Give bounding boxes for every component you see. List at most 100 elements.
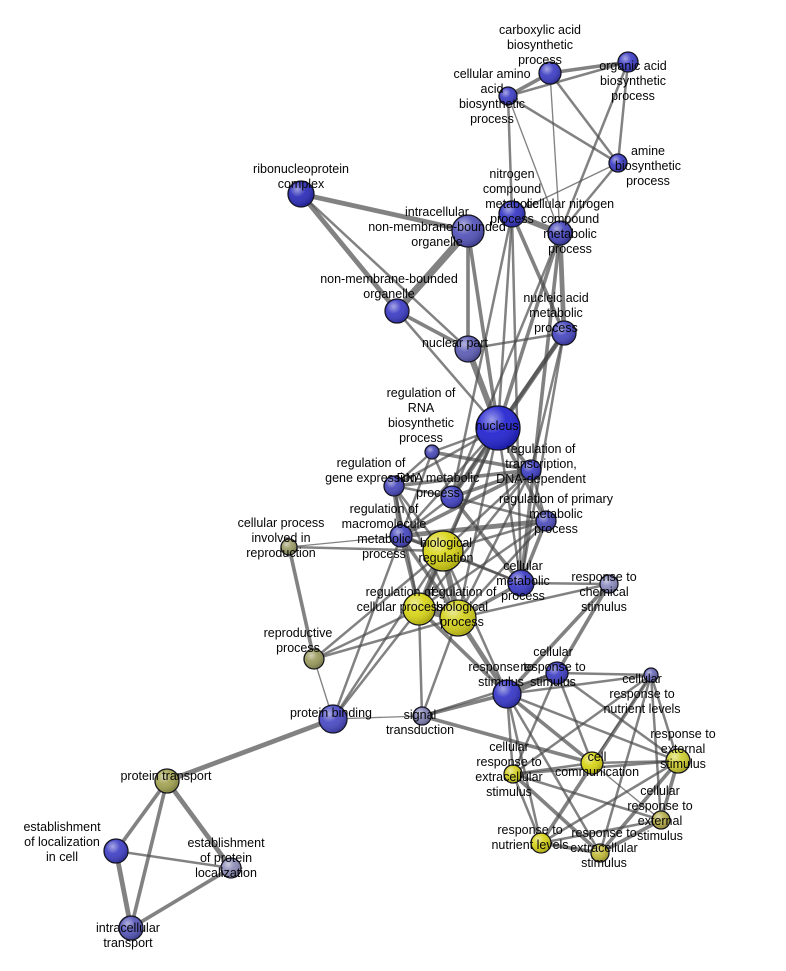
edge-nitrogen-compound-metabolic-process--rna-metabolic-process bbox=[450, 212, 514, 499]
edge-response-to-external-stimulus--response-to-nutrient-levels bbox=[539, 759, 680, 845]
edge-cellular-nitrogen-compound-metabolic-process--rna-metabolic-process bbox=[450, 231, 562, 499]
edge-carboxylic-acid-biosynthetic-process--cellular-nitrogen-compound-metabolic-process bbox=[549, 72, 561, 234]
edge-regulation-of-biological-process--reproductive-process bbox=[312, 616, 460, 661]
edge-nitrogen-compound-metabolic-process--nucleic-acid-metabolic-process bbox=[510, 212, 566, 335]
edge-ribonucleoprotein-complex--nuclear-part bbox=[299, 192, 470, 351]
edge-regulation-of-macromolecule-metabolic-process--protein-binding bbox=[331, 534, 403, 721]
edge-establishment-of-localization-in-cell--establishment-of-protein-localization bbox=[114, 849, 233, 870]
edge-protein-binding--signal-transduction bbox=[332, 715, 423, 720]
edge-cell-communication--cellular-response-to-external-stimulus bbox=[591, 762, 662, 821]
edge-response-to-external-stimulus--response-to-extracellular-stimulus bbox=[598, 759, 680, 855]
edge-protein-binding--protein-transport bbox=[164, 716, 336, 784]
edge-cellular-response-to-nutrient-levels--response-to-external-stimulus bbox=[649, 673, 680, 763]
edge-biological-regulation--cellular-process-involved-in-reproduction bbox=[287, 545, 445, 553]
edge-nucleic-acid-metabolic-process--regulation-of-transcription-dna-dependent bbox=[529, 331, 566, 472]
edge-protein-transport--establishment-of-protein-localization bbox=[164, 778, 234, 871]
edge-cellular-response-to-extracellular-stimulus--cellular-response-to-external-stimulus bbox=[511, 772, 663, 822]
edge-regulation-of-transcription-dna-dependent--rna-metabolic-process bbox=[450, 468, 533, 499]
edge-protein-transport--establishment-of-localization-in-cell bbox=[114, 779, 169, 853]
edge-amine-biosynthetic-process--cellular-nitrogen-compound-metabolic-process bbox=[558, 161, 620, 235]
edge-amine-biosynthetic-process--nitrogen-compound-metabolic-process bbox=[511, 162, 619, 215]
edge-response-to-stimulus--cell-communication bbox=[505, 692, 594, 765]
edge-regulation-of-cellular-process--reproductive-process bbox=[312, 607, 421, 661]
edge-cellular-nitrogen-compound-metabolic-process--nucleus bbox=[496, 231, 562, 430]
edge-regulation-of-transcription-dna-dependent--regulation-of-gene-expression bbox=[392, 468, 533, 488]
edge-carboxylic-acid-biosynthetic-process--amine-biosynthetic-process bbox=[548, 71, 620, 165]
edge-response-to-stimulus--response-to-extracellular-stimulus bbox=[505, 692, 602, 855]
edge-biological-regulation--protein-binding bbox=[331, 549, 445, 721]
node-non-membrane-bounded-organelle[interactable] bbox=[384, 298, 410, 324]
edge-establishment-of-localization-in-cell--intracellular-transport bbox=[113, 848, 134, 931]
edge-cellular-amino-acid-biosynthetic-process--cellular-nitrogen-compound-metabolic-process bbox=[507, 95, 561, 234]
edge-regulation-of-rna-biosynthetic-process--regulation-of-transcription-dna-dependent bbox=[430, 450, 533, 472]
node-establishment-of-localization-in-cell[interactable] bbox=[103, 838, 129, 864]
node-label-nucleus: nucleus bbox=[475, 419, 518, 433]
edge-response-to-chemical-stimulus--cellular-response-to-stimulus bbox=[555, 582, 611, 675]
edge-organic-acid-biosynthetic-process--cellular-amino-acid-biosynthetic-process bbox=[506, 60, 630, 98]
edge-establishment-of-protein-localization--intracellular-transport bbox=[129, 866, 233, 930]
edge-cellular-process-involved-in-reproduction--reproductive-process bbox=[287, 545, 316, 661]
node-label-protein-transport: protein transport bbox=[120, 769, 212, 783]
edge-carboxylic-acid-biosynthetic-process--organic-acid-biosynthetic-process bbox=[548, 60, 630, 75]
edge-ribonucleoprotein-complex--non-membrane-bounded-organelle bbox=[298, 191, 400, 314]
edge-regulation-of-cellular-process--signal-transduction bbox=[417, 607, 424, 718]
edge-response-to-stimulus--cellular-response-to-nutrient-levels bbox=[505, 673, 653, 696]
edge-organic-acid-biosynthetic-process--amine-biosynthetic-process bbox=[616, 60, 630, 165]
edge-cellular-amino-acid-biosynthetic-process--amine-biosynthetic-process bbox=[506, 94, 620, 165]
edge-cellular-response-to-nutrient-levels--cellular-response-to-external-stimulus bbox=[649, 673, 663, 822]
edge-cellular-response-to-stimulus--cell-communication bbox=[555, 671, 594, 765]
node-regulation-of-rna-biosynthetic-process[interactable] bbox=[424, 444, 440, 460]
edge-nucleus--regulation-of-biological-process bbox=[456, 426, 500, 620]
edge-nucleic-acid-metabolic-process--nuclear-part bbox=[466, 331, 566, 351]
node-label-nuclear-part: nuclear part bbox=[422, 336, 489, 350]
edge-cellular-response-to-stimulus--cellular-response-to-nutrient-levels bbox=[555, 671, 653, 677]
edge-cellular-response-to-extracellular-stimulus--response-to-extracellular-stimulus bbox=[511, 772, 602, 855]
edge-organic-acid-biosynthetic-process--cellular-nitrogen-compound-metabolic-process bbox=[558, 60, 630, 235]
edge-cell-communication--signal-transduction bbox=[420, 714, 594, 765]
edge-cellular-amino-acid-biosynthetic-process--nitrogen-compound-metabolic-process bbox=[506, 94, 514, 216]
edge-response-to-chemical-stimulus--regulation-of-biological-process bbox=[456, 582, 611, 620]
edge-regulation-of-cellular-process--protein-binding bbox=[331, 607, 421, 721]
edge-regulation-of-macromolecule-metabolic-process--cellular-process-involved-in-reproduction bbox=[288, 535, 402, 548]
edge-cellular-response-to-extracellular-stimulus--cell-communication bbox=[511, 761, 594, 776]
edge-response-to-stimulus--response-to-nutrient-levels bbox=[505, 692, 543, 845]
edge-cellular-response-to-stimulus--response-to-external-stimulus bbox=[555, 671, 680, 763]
edge-cellular-response-to-extracellular-stimulus--response-to-nutrient-levels bbox=[511, 772, 543, 845]
edge-regulation-of-transcription-dna-dependent--regulation-of-biological-process bbox=[456, 468, 533, 620]
node-label-protein-binding: protein binding bbox=[290, 706, 372, 720]
edge-response-to-chemical-stimulus--response-to-stimulus bbox=[505, 582, 611, 696]
edge-cellular-response-to-external-stimulus--response-to-extracellular-stimulus bbox=[598, 818, 663, 855]
